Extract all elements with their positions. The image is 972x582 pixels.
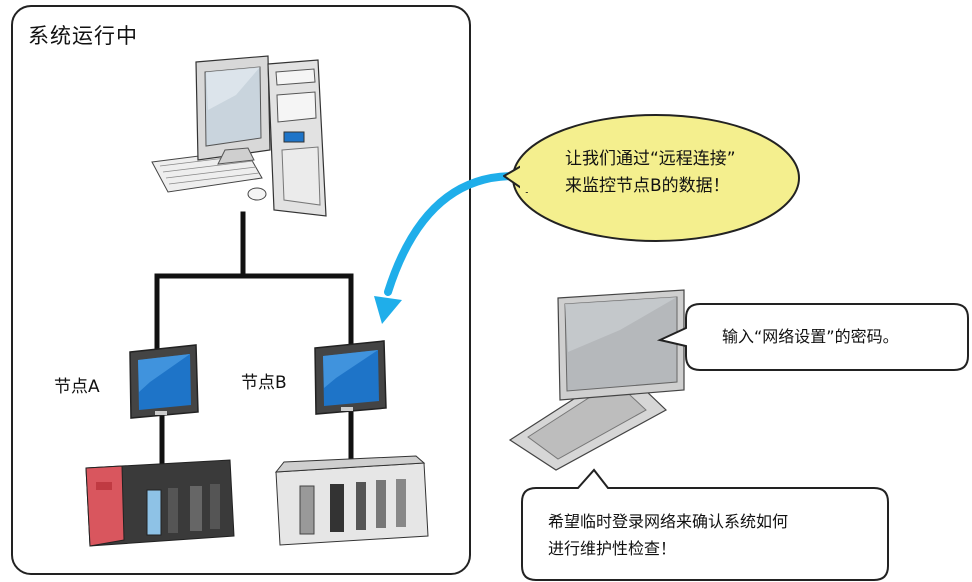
remote-connection-arrow [384,171,519,296]
node-a-label: 节点A [54,377,100,397]
desktop-computer-icon [151,55,327,217]
remote-connection-bubble [503,114,800,242]
touch-panel-b-icon [314,340,387,415]
maintenance-text: 希望临时登录网络来确认系统如何 进行维护性检查！ [548,508,788,562]
remote-connection-line-1: 让我们通过“远程连接” [565,149,736,169]
network-wires [154,211,354,473]
node-b-label: 节点B [241,373,287,393]
plc-b-icon [274,455,429,546]
touch-panel-a-icon [129,344,199,419]
password-bubble [656,303,969,371]
remote-connection-line-2: 来监控节点B的数据！ [565,176,730,196]
remote-connection-text: 让我们通过“远程连接” 来监控节点B的数据！ [565,146,736,200]
panel-title: 系统运行中 [28,24,138,48]
remote-connection-arrowhead [374,296,402,324]
maintenance-line-2: 进行维护性检查！ [548,539,677,558]
maintenance-line-1: 希望临时登录网络来确认系统如何 [548,512,789,531]
plc-a-icon [85,459,235,547]
password-text: 输入“网络设置”的密码。 [722,327,899,346]
laptop-icon [508,289,685,471]
maintenance-bubble [521,468,889,581]
